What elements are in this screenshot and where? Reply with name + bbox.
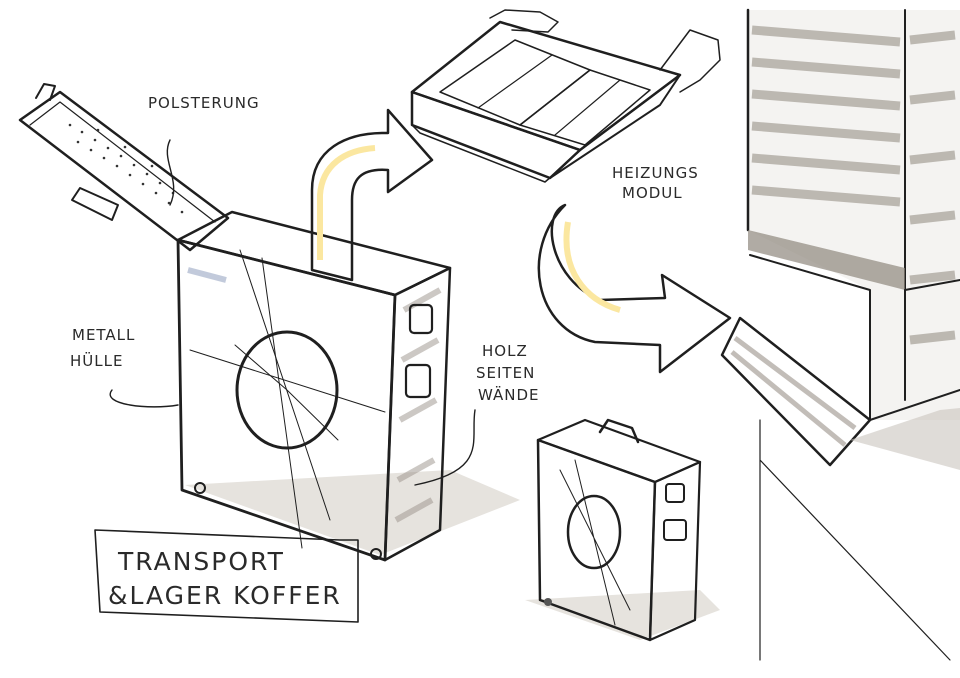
case-lid [18, 90, 230, 252]
lid-latch-icon [35, 83, 56, 101]
arrow-highlight [317, 145, 376, 260]
lift-arrow-icon [310, 108, 434, 282]
metal-label-line1: METALL [72, 326, 135, 344]
heating-label-line1: HEIZUNGS [612, 164, 699, 182]
wheel-icon [370, 548, 382, 560]
closed-case-illustration [525, 418, 720, 642]
metal-leader [109, 389, 179, 408]
wood-label-line2: SEITEN [476, 364, 535, 382]
small-case-side [648, 460, 702, 642]
construction-line [239, 249, 331, 521]
hand-right-icon [659, 29, 721, 93]
padding-dots [68, 123, 184, 214]
heating-module-illustration [410, 9, 721, 183]
wood-texture [394, 287, 442, 523]
module-side [549, 74, 681, 179]
side-handle-upper-icon [408, 303, 434, 335]
module-base [411, 124, 553, 183]
heater-body [748, 10, 960, 420]
title-line1: TRANSPORT [117, 547, 285, 576]
heating-label-line2: MODUL [622, 184, 683, 202]
arrow-highlight [563, 221, 621, 313]
lid-handle-icon [71, 187, 119, 221]
small-case-side-handle-icon [663, 519, 687, 541]
small-case-shadow [525, 590, 720, 640]
padding-label: POLSTERUNG [148, 94, 260, 112]
small-case-latch-icon [665, 483, 685, 503]
floor-shadow [850, 408, 960, 470]
hand-left-icon [489, 9, 559, 33]
open-case-illustration [18, 83, 520, 562]
wheel-icon [544, 598, 552, 606]
wood-label-line3: WÄNDE [478, 385, 540, 404]
title-frame [94, 529, 359, 623]
construction-line [189, 349, 386, 413]
flap-texture [730, 336, 857, 447]
construction-line [559, 459, 631, 626]
case-lid-inner-edge [29, 101, 216, 223]
module-compartment [519, 69, 651, 146]
case-front-circle [235, 330, 339, 450]
wheel-icon [194, 482, 206, 494]
side-handle-lower-icon [404, 363, 432, 399]
construction-line [261, 257, 303, 549]
metal-label-line2: HÜLLE [70, 351, 123, 370]
heater-slot [748, 230, 905, 290]
heater-slot-edge [749, 254, 871, 421]
small-case-handle-icon [598, 418, 640, 444]
heater-fins [751, 25, 956, 345]
padding-leader [166, 139, 175, 206]
front-highlight [187, 267, 227, 283]
module-divider [477, 54, 621, 136]
title-line2: &LAGER KOFFER [108, 581, 342, 610]
wall-heater-illustration [720, 8, 960, 661]
wood-leader [414, 409, 476, 486]
small-case-circle [566, 494, 622, 570]
wood-label-line1: HOLZ [482, 342, 528, 360]
heater-flap [720, 316, 872, 467]
case-side-wall [383, 266, 452, 562]
heater-base-edge [869, 279, 960, 421]
floor-line [759, 419, 951, 661]
case-shadow [185, 470, 520, 555]
insert-arrow-icon [537, 203, 732, 374]
